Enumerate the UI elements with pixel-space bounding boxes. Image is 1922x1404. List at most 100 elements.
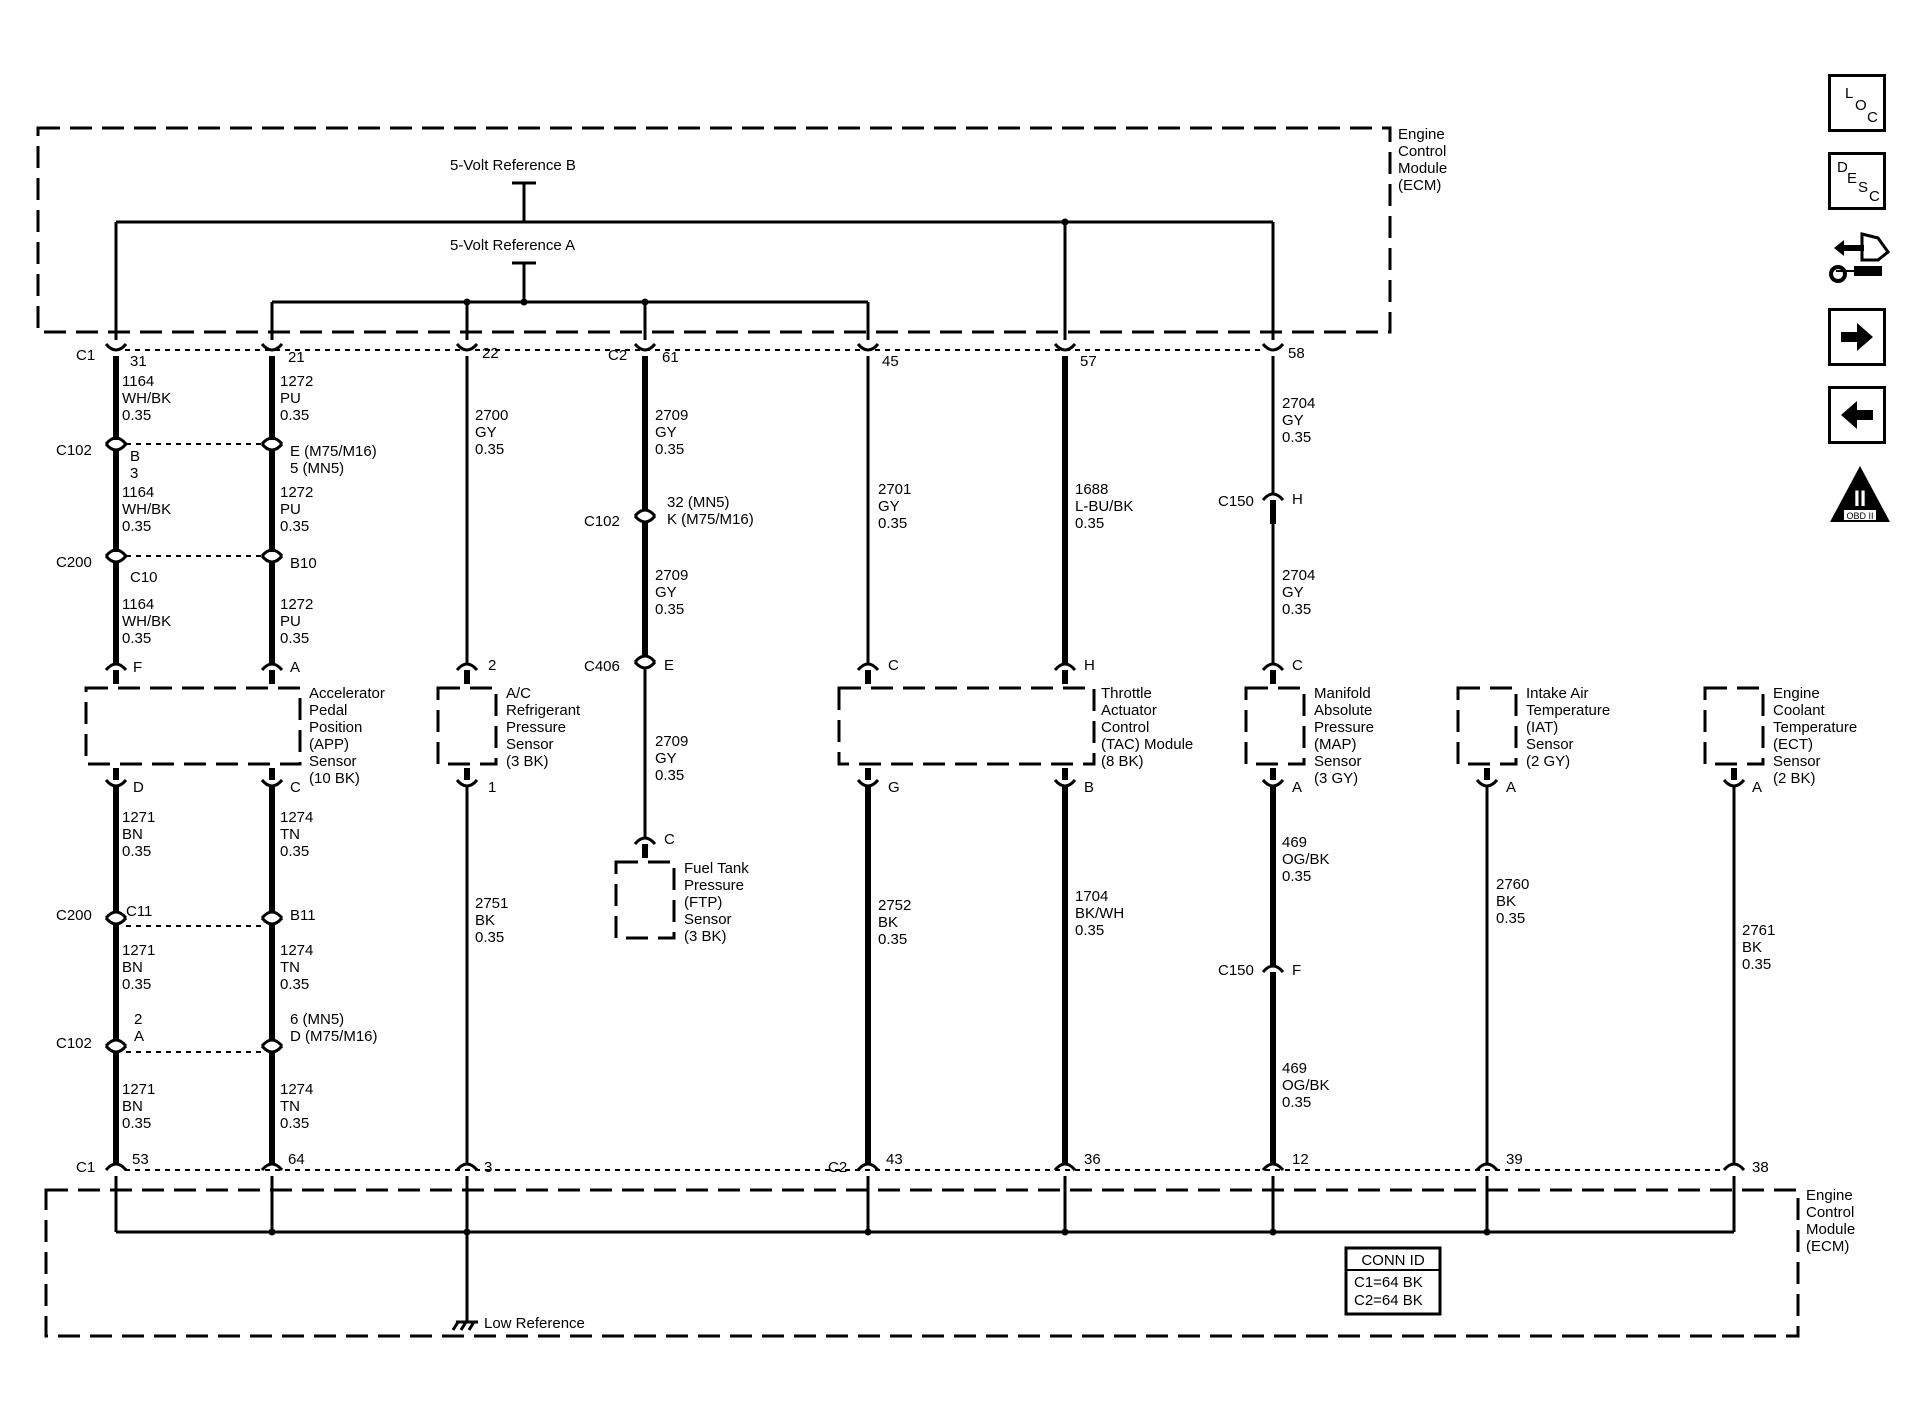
w1272-a-2: PU	[280, 390, 301, 407]
w1164-b-1: 1164	[122, 484, 154, 501]
w2704-b-2: GY	[1282, 584, 1304, 601]
pin-symbol	[1261, 342, 1285, 352]
app-label-2: Pedal	[309, 702, 347, 719]
w2752-3: 0.35	[878, 931, 907, 948]
w469-b-3: 0.35	[1282, 1094, 1311, 1111]
pin-e-c406: E	[664, 657, 674, 674]
pin-symbol	[104, 554, 128, 564]
loc-letter-l: L	[1845, 85, 1854, 102]
w1688-2: L-BU/BK	[1075, 498, 1133, 515]
pin-b10: B10	[290, 555, 317, 572]
pin-symbol	[260, 778, 284, 788]
w2709-c-3: 0.35	[655, 767, 684, 784]
w1274-b-3: 0.35	[280, 976, 309, 993]
pin-32-mn5: 32 (MN5)	[667, 494, 730, 511]
w1274-c-3: 0.35	[280, 1115, 309, 1132]
pin-symbol	[1261, 778, 1285, 788]
iat-label-5: (2 GY)	[1526, 753, 1570, 770]
iat-label-3: (IAT)	[1526, 719, 1558, 736]
iat-sensor-box	[1456, 686, 1518, 766]
conn-id-title: CONN ID	[1361, 1252, 1425, 1269]
w1272-a-3: 0.35	[280, 407, 309, 424]
c102-label-1: C102	[56, 442, 92, 459]
pin-22: 22	[482, 345, 499, 362]
junction	[864, 1228, 872, 1236]
w2751-1: 2751	[475, 895, 508, 912]
app-label-6: (10 BK)	[309, 770, 360, 787]
w1272-a-1: 1272	[280, 373, 313, 390]
pin-c: C	[290, 779, 301, 796]
ftp-label-1: Fuel Tank	[684, 860, 749, 877]
pin-symbol	[104, 548, 128, 558]
obd-ii-text: OBD II	[1846, 511, 1873, 521]
w2700-2: GY	[475, 424, 497, 441]
app-sensor-box	[84, 686, 302, 766]
app-label-1: Accelerator	[309, 685, 385, 702]
w2701-2: GY	[878, 498, 900, 515]
pin-symbol	[1053, 342, 1077, 352]
w2709-b-1: 2709	[655, 567, 688, 584]
w1272-c-2: PU	[280, 613, 301, 630]
c102-label-2: C102	[56, 1035, 92, 1052]
pin-symbol	[1053, 662, 1077, 672]
arrow-left-icon	[1841, 401, 1873, 429]
w1274-a-3: 0.35	[280, 843, 309, 860]
c200-label-2: C200	[56, 907, 92, 924]
pin-5-mn5: 5 (MN5)	[290, 460, 344, 477]
w2704-b-1: 2704	[1282, 567, 1315, 584]
ac-label-5: (3 BK)	[506, 753, 549, 770]
w2709-a-1: 2709	[655, 407, 688, 424]
pin-k-m75: K (M75/M16)	[667, 511, 754, 528]
w1688-3: 0.35	[1075, 515, 1104, 532]
ect-label-6: (2 BK)	[1773, 770, 1816, 787]
w1272-b-3: 0.35	[280, 518, 309, 535]
next-button[interactable]	[1828, 308, 1886, 366]
map-label-5: Sensor	[1314, 753, 1362, 770]
pin-3-bottom: 3	[484, 1159, 492, 1176]
location-button[interactable]: L O C	[1828, 74, 1886, 132]
pin-h-tac: H	[1084, 657, 1095, 674]
pin-symbol	[104, 342, 128, 352]
pin-d: D	[133, 779, 144, 796]
w2751-3: 0.35	[475, 929, 504, 946]
ftp-label-4: Sensor	[684, 911, 732, 928]
ftp-label-5: (3 BK)	[684, 928, 727, 945]
conn-id-table	[1344, 1246, 1442, 1316]
pin-symbol	[1261, 662, 1285, 672]
ecm-top-label-3: Module	[1398, 160, 1447, 177]
w1271-a-1: 1271	[122, 809, 155, 826]
description-button[interactable]: D E S C	[1828, 152, 1886, 210]
ecm-top-box	[36, 126, 1392, 334]
w1271-c-3: 0.35	[122, 1115, 151, 1132]
w1272-c-1: 1272	[280, 596, 313, 613]
w1272-b-2: PU	[280, 501, 301, 518]
pin-e-m75: E (M75/M16)	[290, 443, 377, 460]
w2701-1: 2701	[878, 481, 911, 498]
back-button[interactable]	[1828, 386, 1886, 444]
w1704-1: 1704	[1075, 888, 1108, 905]
pin-symbol	[856, 1162, 880, 1172]
ect-label-5: Sensor	[1773, 753, 1821, 770]
pin-57: 57	[1080, 353, 1097, 370]
pin-symbol	[104, 436, 128, 446]
ref-b-label: 5-Volt Reference B	[450, 157, 576, 174]
w1164-c-1: 1164	[122, 596, 154, 613]
ecm-bottom-label-1: Engine	[1806, 1187, 1853, 1204]
pin-symbol	[260, 916, 284, 926]
pin-symbol	[455, 342, 479, 352]
w2701-3: 0.35	[878, 515, 907, 532]
tac-label-1: Throttle	[1101, 685, 1152, 702]
w2760-1: 2760	[1496, 876, 1529, 893]
pin-symbol	[455, 662, 479, 672]
pin-c-map: C	[1292, 657, 1303, 674]
junction	[1269, 1228, 1277, 1236]
desc-letter-c: C	[1869, 188, 1880, 205]
pin-symbol	[260, 442, 284, 452]
obd-ii-button[interactable]: II OBD II	[1828, 464, 1892, 528]
desc-letter-s: S	[1858, 179, 1869, 196]
pin-symbol	[104, 1044, 128, 1054]
w2709-c-2: GY	[655, 750, 677, 767]
ect-label-2: Coolant	[1773, 702, 1826, 719]
pin-31: 31	[130, 353, 147, 370]
connector-tool-button[interactable]	[1828, 230, 1892, 288]
